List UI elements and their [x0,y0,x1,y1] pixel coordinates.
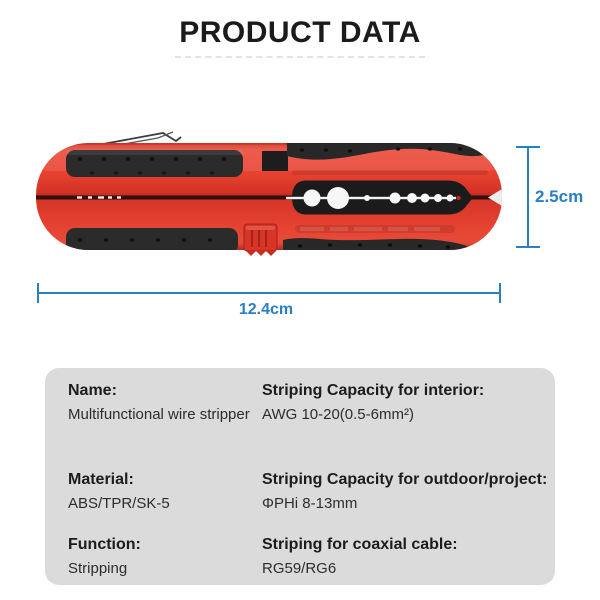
spec-label: Striping Capacity for outdoor/project: [262,471,548,488]
top-adjuster-button [262,151,288,171]
spec-value: RG59/RG6 [262,560,337,577]
spec-value: Multifunctional wire stripper [68,406,250,423]
spec-coaxial-capacity: Striping for coaxial cable: RG59/RG6 [262,535,555,585]
spec-outdoor-capacity: Striping Capacity for outdoor/project: Φ… [262,470,555,535]
jaw-notch [488,189,502,206]
spec-material: Material: ABS/TPR/SK-5 [68,470,262,535]
spec-interior-capacity: Striping Capacity for interior: AWG 10-2… [262,381,555,470]
width-dimension-line [37,283,501,303]
molded-marking [295,225,455,233]
spec-panel: Name: Multifunctional wire stripper Stri… [45,368,555,585]
height-dimension-line [516,146,540,248]
slider-button [243,223,278,256]
spec-label: Material: [68,471,134,488]
title-divider [175,56,425,58]
height-dimension-label: 2.5cm [535,187,584,206]
spec-value: Stripping [68,560,128,577]
spec-function: Function: Stripping [68,535,262,585]
spec-label: Striping for coaxial cable: [262,536,458,553]
spec-label: Striping Capacity for interior: [262,382,485,399]
stripper-grip-top-left [66,150,243,177]
spec-value: AWG 10-20(0.5-6mm²) [262,406,414,423]
stripper-grip-bottom-left [66,228,238,250]
spec-value: ABS/TPR/SK-5 [68,495,170,512]
spec-label: Function: [68,536,141,553]
spec-value: ΦPHi 8-13mm [262,495,358,512]
blade-slit [36,195,502,200]
spec-label: Name: [68,382,117,399]
spec-name: Name: Multifunctional wire stripper [68,381,262,470]
stripper-grip-bottom-right [283,238,472,250]
width-dimension-label: 12.4cm [238,301,294,318]
stripping-hole-panel [286,180,473,215]
page-title: PRODUCT DATA [179,16,421,49]
stripper-grip-top-right [287,143,492,175]
